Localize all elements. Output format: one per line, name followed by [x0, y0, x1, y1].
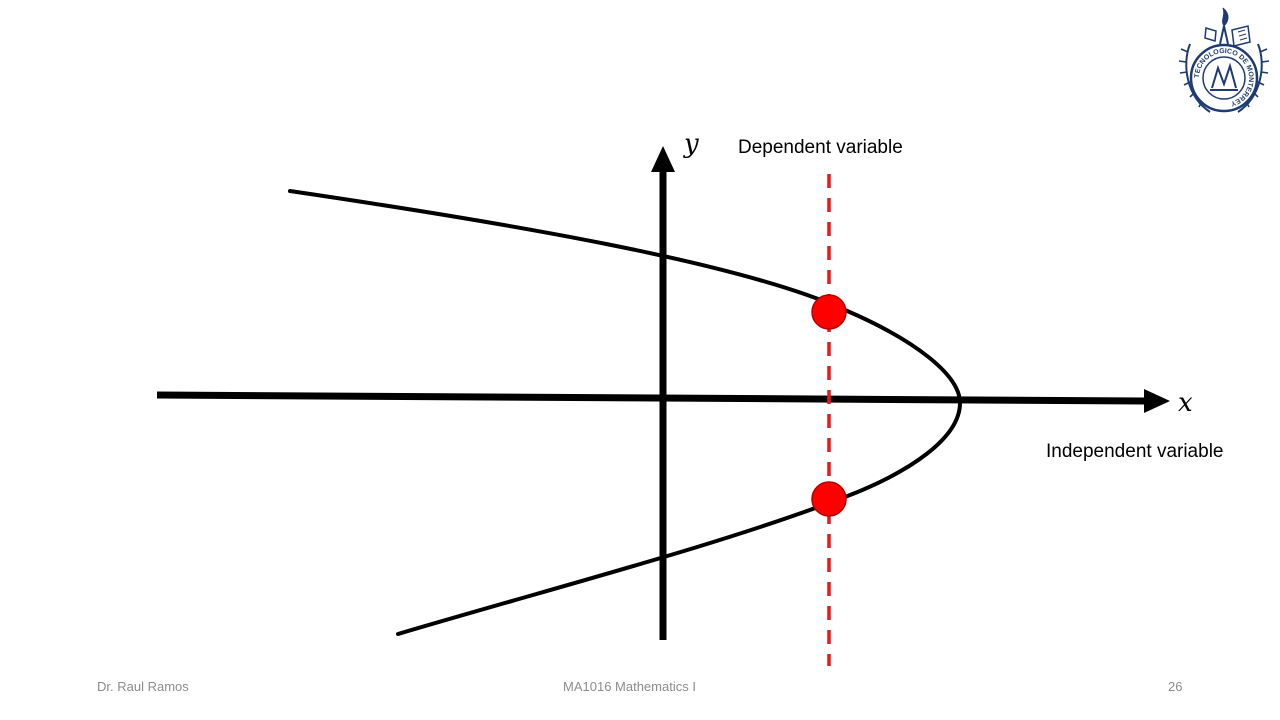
x-axis — [156, 391, 1147, 405]
intersection-point-upper — [811, 294, 847, 330]
footer-page-number: 26 — [1168, 679, 1183, 694]
footer-course: MA1016 Mathematics I — [563, 679, 696, 694]
y-axis-label: y — [683, 129, 699, 159]
independent-variable-label: Independent variable — [1046, 441, 1223, 462]
dependent-variable-label: Dependent variable — [738, 137, 903, 158]
y-axis-arrowhead — [651, 146, 675, 172]
x-axis-arrowhead — [1144, 389, 1170, 413]
parabola-curve — [288, 189, 963, 636]
intersection-point-lower — [811, 481, 847, 517]
tecnologico-de-monterrey-seal-icon: TECNOLOGICO DE MONTERREY — [1178, 7, 1270, 113]
x-axis-label: x — [1178, 388, 1193, 418]
footer-author: Dr. Raul Ramos — [97, 679, 189, 694]
